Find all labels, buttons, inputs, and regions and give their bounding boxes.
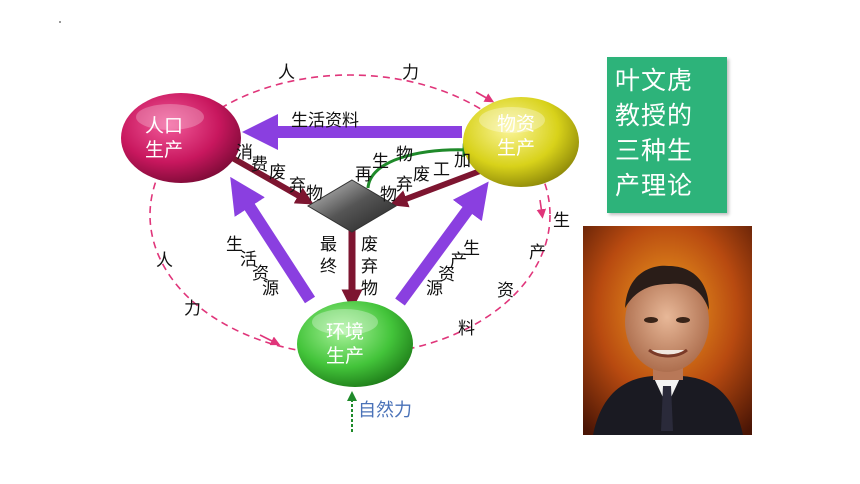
cycle-right-char-2: 产 (529, 243, 546, 263)
final-waste-left-char-2: 终 (320, 257, 337, 277)
nature-force-label: 自然力 (358, 400, 412, 421)
consumption-waste-arrow (220, 149, 314, 205)
environment-label-line1: 环境 (326, 321, 364, 343)
cycle-top-char-1: 人 (278, 63, 295, 83)
title-line-3: 三种生 (615, 136, 694, 165)
processing-waste-char-1: 加 (454, 151, 471, 171)
population-label-line2: 生产 (145, 139, 183, 161)
living-materials-label: 生活资料 (291, 111, 359, 131)
cycle-left-char-2: 力 (184, 299, 201, 319)
corner-dot (59, 21, 61, 23)
cycle-left-char-1: 人 (156, 251, 173, 271)
consumption-waste-char-5: 物 (306, 184, 323, 204)
cycle-right-char-4: 料 (458, 319, 475, 339)
recycled-char-1: 再 (355, 165, 372, 185)
cycle-right-char-1: 生 (553, 211, 570, 231)
production-resources-char-1: 生 (463, 239, 480, 259)
processing-waste-arrow (389, 165, 490, 208)
final-waste-left-char-1: 最 (320, 235, 337, 255)
population-node: 人口 生产 (121, 93, 241, 183)
processing-waste-char-4: 弃 (396, 175, 413, 195)
production-resources-char-4: 源 (426, 279, 443, 299)
population-label-line1: 人口 (145, 115, 183, 137)
cycle-top-char-2: 力 (402, 63, 419, 83)
environment-label-line2: 生产 (326, 345, 364, 367)
consumption-waste-char-2: 费 (251, 155, 268, 175)
recycled-char-3: 物 (396, 145, 413, 165)
material-node: 物资 生产 (463, 97, 579, 187)
living-resources-arrow (230, 176, 316, 304)
environment-node: 环境 生产 (297, 301, 413, 387)
final-waste-right-char-1: 废 (361, 235, 378, 255)
final-waste-right-char-2: 弃 (361, 257, 378, 277)
consumption-waste-char-4: 弃 (289, 176, 306, 196)
cycle-arrowhead-right (536, 199, 547, 219)
living-resources-char-3: 资 (252, 264, 269, 284)
waste-node (307, 179, 397, 233)
title-line-2: 教授的 (615, 101, 694, 130)
living-resources-char-1: 生 (226, 235, 243, 255)
processing-waste-char-3: 废 (413, 165, 430, 185)
production-resources-char-3: 资 (438, 265, 455, 285)
cycle-arrowhead-top (475, 91, 495, 103)
processing-waste-char-5: 物 (380, 185, 397, 205)
living-resources-char-4: 源 (262, 279, 279, 299)
consumption-waste-char-1: 消 (236, 143, 253, 163)
processing-waste-char-2: 工 (433, 160, 450, 180)
material-label-line2: 生产 (497, 137, 535, 159)
portrait-photo (583, 226, 752, 435)
consumption-waste-char-3: 废 (269, 163, 286, 183)
final-waste-right-char-3: 物 (361, 279, 378, 299)
cycle-arrowhead-bottom (259, 334, 281, 346)
production-resources-arrow (395, 181, 489, 306)
production-resources-char-2: 产 (450, 251, 467, 271)
recycled-char-2: 生 (372, 152, 389, 172)
title-line-1: 叶文虎 (615, 66, 694, 95)
cycle-right-char-3: 资 (497, 281, 514, 301)
recycled-arrow (366, 142, 478, 189)
title-line-4: 产理论 (615, 171, 694, 200)
title-card: 叶文虎 教授的 三种生 产理论 (607, 57, 727, 213)
material-label-line1: 物资 (497, 113, 535, 135)
living-resources-char-2: 活 (240, 250, 257, 270)
